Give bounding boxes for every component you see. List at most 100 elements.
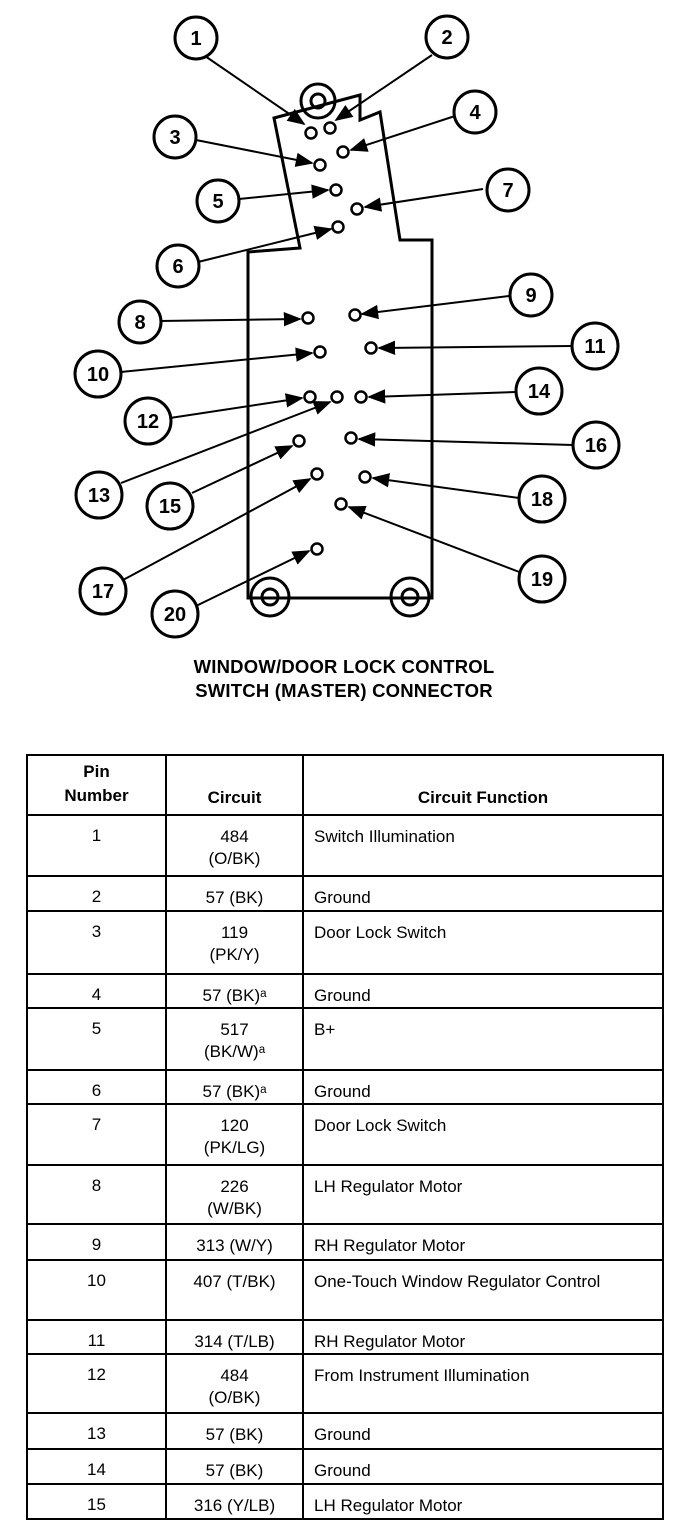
table-row: 8 226(W/BK) LH Regulator Motor — [26, 1164, 664, 1225]
callout-12-label: 12 — [137, 411, 159, 433]
leader-20 — [195, 550, 311, 607]
leader-12 — [169, 393, 304, 419]
leader-5 — [238, 184, 330, 200]
table-row: 3 119(PK/Y) Door Lock Switch — [26, 910, 664, 975]
callout-2: 2 — [424, 14, 470, 60]
callout-5-label: 5 — [212, 191, 223, 213]
function-cell: LH Regulator Motor — [302, 1483, 664, 1520]
circuit-cell: 484(O/BK) — [165, 814, 304, 877]
pin-cavity-13 — [330, 390, 344, 404]
function-cell: B+ — [302, 1007, 664, 1071]
pin-cavity-8 — [301, 311, 315, 325]
pin-number-cell: 7 — [26, 1103, 167, 1166]
callout-1: 1 — [173, 15, 219, 61]
pin-number-cell: 9 — [26, 1223, 167, 1261]
pin-cavity-7 — [350, 202, 364, 216]
callout-12: 12 — [123, 396, 173, 446]
bottom-right-mount-ear — [389, 576, 431, 618]
pin-number-cell: 4 — [26, 973, 167, 1009]
function-cell: Door Lock Switch — [302, 910, 664, 975]
pin-cavities — [292, 121, 378, 556]
function-cell: RH Regulator Motor — [302, 1223, 664, 1261]
leader-6 — [197, 225, 333, 263]
circuit-cell: 484 (O/BK) — [165, 1353, 304, 1414]
leader-19 — [347, 506, 523, 574]
circuit-cell: 57 (BK)ᵃ — [165, 1069, 304, 1105]
circuit-cell: 226 (W/BK) — [165, 1164, 304, 1225]
table-row: 14 57 (BK) Ground — [26, 1448, 664, 1485]
circuit-line1: 484 — [220, 1366, 249, 1385]
diagram-caption-line2: SWITCH (MASTER) CONNECTOR — [195, 680, 493, 701]
pin-cavity-16 — [344, 431, 358, 445]
table-row: 6 57 (BK)ᵃ Ground — [26, 1069, 664, 1105]
function-cell: LH Regulator Motor — [302, 1164, 664, 1225]
callout-19: 19 — [517, 554, 567, 604]
bottom-right-mount-hole — [400, 587, 420, 607]
circuit-cell: 316 (Y/LB) — [165, 1483, 304, 1520]
leader-3 — [195, 139, 314, 167]
top-mount-ear — [299, 82, 337, 120]
callout-14-label: 14 — [528, 381, 551, 403]
table-row: 5 517(BK/W)ᵃ B+ — [26, 1007, 664, 1071]
leader-7 — [363, 188, 484, 212]
function-cell: From Instrument Illumination — [302, 1353, 664, 1414]
callout-13-label: 13 — [88, 485, 110, 507]
leader-lines — [120, 54, 574, 607]
pin-cavity-10 — [313, 345, 327, 359]
table-row: 9 313 (W/Y) RH Regulator Motor — [26, 1223, 664, 1261]
callout-18-label: 18 — [531, 489, 553, 511]
callout-10: 10 — [73, 349, 123, 399]
circuit-cell: 57 (BK) — [165, 875, 304, 912]
circuit-line1: 484 — [220, 827, 249, 846]
circuit-line1: 407 (T/BK) — [193, 1272, 276, 1291]
callout-14: 14 — [514, 366, 564, 416]
pin-number-cell: 2 — [26, 875, 167, 912]
table-row: 10 407 (T/BK) One-Touch Window Regulator… — [26, 1259, 664, 1321]
function-cell: Door Lock Switch — [302, 1103, 664, 1166]
circuit-line2: (PK/LG) — [203, 1138, 266, 1157]
circuit-cell: 517(BK/W)ᵃ — [165, 1007, 304, 1071]
callout-2-label: 2 — [441, 27, 452, 49]
leader-9 — [360, 295, 510, 320]
callout-7: 7 — [485, 167, 531, 213]
leader-1 — [204, 55, 306, 126]
pin-cavity-15 — [292, 434, 306, 448]
pin-number-cell: 6 — [26, 1069, 167, 1105]
circuit-line2: (O/BK) — [208, 1388, 261, 1407]
pin-cavity-2 — [323, 121, 337, 135]
diagram-caption-line1: WINDOW/DOOR LOCK CONTROL — [193, 656, 495, 677]
callout-4: 4 — [452, 89, 498, 135]
pin-cavity-12 — [303, 390, 317, 404]
header-pin-line1: Pin — [83, 762, 110, 781]
callout-13: 13 — [74, 470, 124, 520]
header-pin-line2: Number — [64, 786, 129, 805]
header-circuit: Circuit — [165, 754, 304, 816]
callout-3: 3 — [152, 114, 198, 160]
pin-table: Pin Number Circuit Circuit Function 1 48… — [26, 754, 664, 1520]
pin-cavity-19 — [334, 497, 348, 511]
table-row: 12 484(O/BK) From Instrument Illuminatio… — [26, 1353, 664, 1414]
circuit-line1: 57 (BK) — [205, 1425, 264, 1444]
circuit-line2: (BK/W)ᵃ — [203, 1042, 266, 1061]
callout-4-label: 4 — [469, 102, 481, 124]
leader-13 — [120, 401, 332, 484]
callout-7-label: 7 — [502, 180, 513, 202]
circuit-cell: 120(PK/LG) — [165, 1103, 304, 1166]
leader-14 — [367, 389, 517, 404]
circuit-line2: (W/BK) — [207, 1199, 262, 1218]
pin-cavity-5 — [329, 183, 343, 197]
leader-18 — [371, 473, 520, 499]
header-circuit-function: Circuit Function — [302, 754, 664, 816]
leader-2 — [334, 54, 433, 122]
callout-10-label: 10 — [87, 364, 109, 386]
callout-20: 20 — [150, 589, 200, 639]
table-row: 11 314 (T/LB) RH Regulator Motor — [26, 1319, 664, 1355]
callout-6-label: 6 — [172, 256, 183, 278]
circuit-line1: 226 — [220, 1177, 249, 1196]
callout-6: 6 — [155, 243, 201, 289]
callout-20-label: 20 — [164, 604, 186, 626]
circuit-cell: 313 (W/Y) — [165, 1223, 304, 1261]
callout-8-label: 8 — [134, 312, 145, 334]
callout-17-label: 17 — [92, 581, 114, 603]
